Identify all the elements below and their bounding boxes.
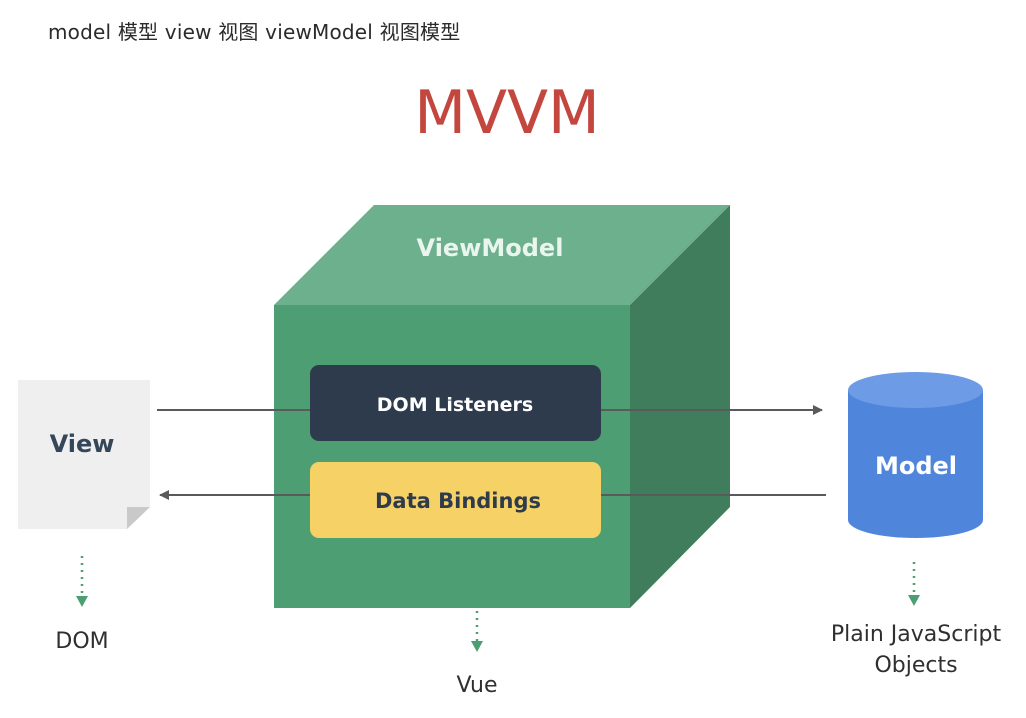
- model-sublabel-line1: Plain JavaScript: [831, 622, 1002, 647]
- caption: model 模型 view 视图 viewModel 视图模型: [48, 20, 461, 44]
- cube-top-face: [274, 205, 730, 305]
- model-sublabel-line2: Objects: [874, 653, 957, 678]
- viewmodel-label: ViewModel: [417, 234, 564, 262]
- data-bindings-label: Data Bindings: [375, 489, 541, 513]
- view-page: [18, 380, 150, 529]
- dotted-arrow-model: [908, 562, 920, 606]
- view-label: View: [50, 430, 115, 458]
- dotted-arrow-viewmodel: [471, 611, 483, 652]
- model-cylinder-bottom: [848, 502, 983, 538]
- view-sublabel: DOM: [55, 629, 108, 654]
- cube-side-face: [630, 205, 730, 608]
- model-cylinder-body: [848, 390, 983, 520]
- dom-listeners-box: [310, 365, 601, 441]
- model-cylinder-top: [848, 372, 983, 408]
- diagram-title: MVVM: [414, 78, 600, 148]
- viewmodel-cube: [274, 205, 730, 608]
- model-label: Model: [875, 452, 957, 480]
- cube-front-face: [274, 305, 630, 608]
- model-cylinder: [848, 372, 983, 538]
- view-page-sheet: [18, 380, 150, 529]
- view-page-corner-fold: [127, 507, 150, 529]
- data-bindings-box: [310, 462, 601, 538]
- viewmodel-sublabel: Vue: [456, 673, 497, 698]
- dotted-arrow-view: [76, 556, 88, 607]
- dom-listeners-label: DOM Listeners: [377, 394, 533, 416]
